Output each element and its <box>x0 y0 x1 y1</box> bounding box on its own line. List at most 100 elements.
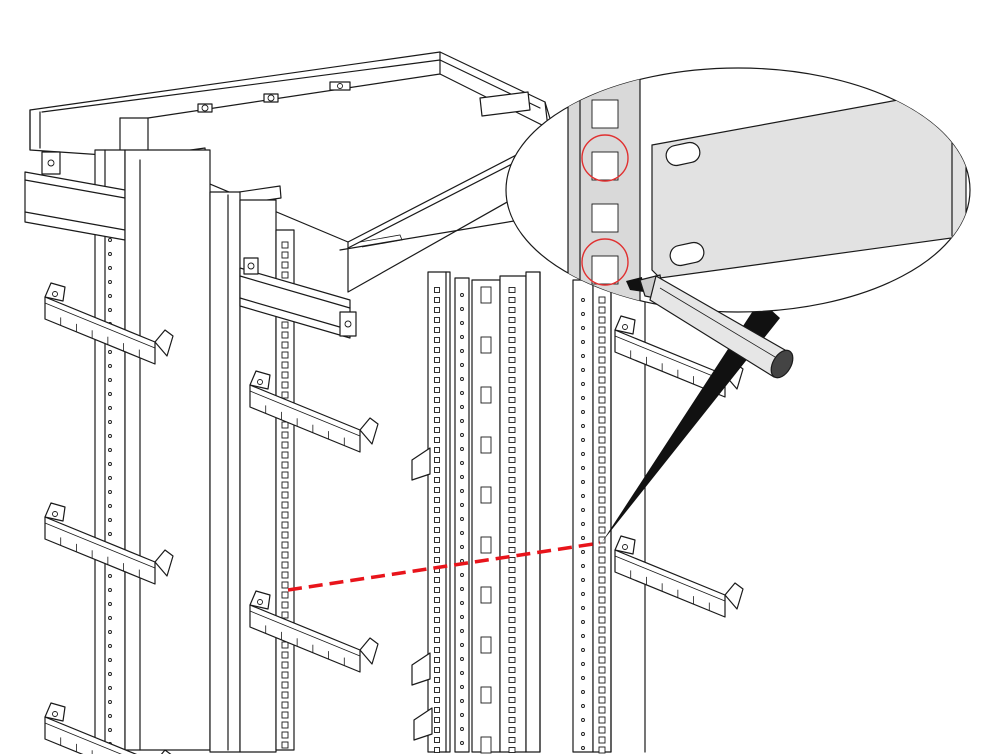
rail-hole <box>508 347 516 353</box>
rail-hole <box>598 656 606 664</box>
rail-hole <box>581 648 585 652</box>
rail-hole <box>508 597 516 603</box>
rail-hole <box>108 700 112 704</box>
rail-hole <box>598 496 606 504</box>
rail-hole <box>508 337 516 343</box>
rail-hole <box>598 716 606 724</box>
rail-hole <box>108 686 112 690</box>
rail-hole <box>281 351 289 359</box>
rail-hole <box>460 741 464 745</box>
rail-hole <box>281 581 289 589</box>
rail-hole <box>434 417 440 423</box>
rail-hole <box>460 419 464 423</box>
rail-hole <box>508 657 516 663</box>
rail-hole <box>598 566 606 574</box>
rail-hole <box>480 536 492 554</box>
zoom-square-hole <box>591 99 619 129</box>
rail-hole <box>460 615 464 619</box>
rail-hole <box>281 501 289 509</box>
rail-hole <box>598 646 606 654</box>
rail-hole <box>460 461 464 465</box>
rail-hole <box>581 480 585 484</box>
rail-hole <box>434 477 440 483</box>
rail-hole <box>108 350 112 354</box>
rail-hole <box>508 567 516 573</box>
rail-hole <box>581 466 585 470</box>
rail-hole <box>108 294 112 298</box>
rail-hole <box>598 546 606 554</box>
rail-hole <box>434 527 440 533</box>
rail-hole <box>508 587 516 593</box>
rail-hole <box>281 471 289 479</box>
rail-hole <box>581 340 585 344</box>
rail-hole <box>281 541 289 549</box>
rail-hole <box>598 596 606 604</box>
rail-hole <box>480 436 492 454</box>
rail-hole <box>434 517 440 523</box>
rail-hole <box>434 497 440 503</box>
rail-hole <box>581 690 585 694</box>
rail-hole <box>508 707 516 713</box>
left-crossbar <box>24 151 126 241</box>
rail-hole <box>108 630 112 634</box>
rail-hole <box>581 718 585 722</box>
rail-hole <box>581 326 585 330</box>
rail-hole <box>434 457 440 463</box>
rail-hole <box>598 306 606 314</box>
rail-hole <box>581 354 585 358</box>
rail-hole <box>281 381 289 389</box>
rail-hole <box>581 732 585 736</box>
rail-hole <box>508 697 516 703</box>
rail-hole <box>434 717 440 723</box>
rail-hole <box>460 447 464 451</box>
rail-hole <box>598 356 606 364</box>
rail-hole <box>108 658 112 662</box>
rail-hole <box>281 561 289 569</box>
rail-hole <box>281 331 289 339</box>
rail-hole <box>281 641 289 649</box>
rail-hole <box>508 717 516 723</box>
rail-hole <box>434 537 440 543</box>
rail-hole <box>581 452 585 456</box>
rail-hole <box>434 657 440 663</box>
rail-hole <box>460 657 464 661</box>
rail-hole <box>508 497 516 503</box>
cable-bracket <box>249 370 379 453</box>
cable-brackets <box>44 282 744 754</box>
rail-hole <box>281 681 289 689</box>
cable-bracket <box>249 590 379 673</box>
rail-hole <box>508 357 516 363</box>
rail-hole <box>508 737 516 743</box>
rail-hole <box>108 532 112 536</box>
rail-hole <box>434 547 440 553</box>
rail-hole <box>108 252 112 256</box>
rail-hole <box>108 448 112 452</box>
rail-hole <box>434 447 440 453</box>
rail-hole <box>108 490 112 494</box>
rail-hole <box>108 392 112 396</box>
rail-hole <box>581 620 585 624</box>
rail-hole <box>281 461 289 469</box>
rail-hole <box>598 376 606 384</box>
rail-hole <box>108 238 112 242</box>
rail-hole <box>581 578 585 582</box>
rail-hole <box>581 410 585 414</box>
rail-hole <box>434 487 440 493</box>
rail-hole <box>598 526 606 534</box>
rail-hole <box>508 547 516 553</box>
rail-hole <box>281 741 289 749</box>
rail-hole <box>281 371 289 379</box>
rail-hole <box>581 704 585 708</box>
rail-hole <box>508 467 516 473</box>
rail-hole <box>434 687 440 693</box>
rail-hole <box>598 666 606 674</box>
rail-hole <box>480 686 492 704</box>
rail-hole <box>598 516 606 524</box>
rail-hole <box>434 597 440 603</box>
rail-hole <box>480 586 492 604</box>
rail-hole <box>460 573 464 577</box>
rail-hole <box>508 417 516 423</box>
rail-hole <box>108 462 112 466</box>
rail-hole <box>508 387 516 393</box>
